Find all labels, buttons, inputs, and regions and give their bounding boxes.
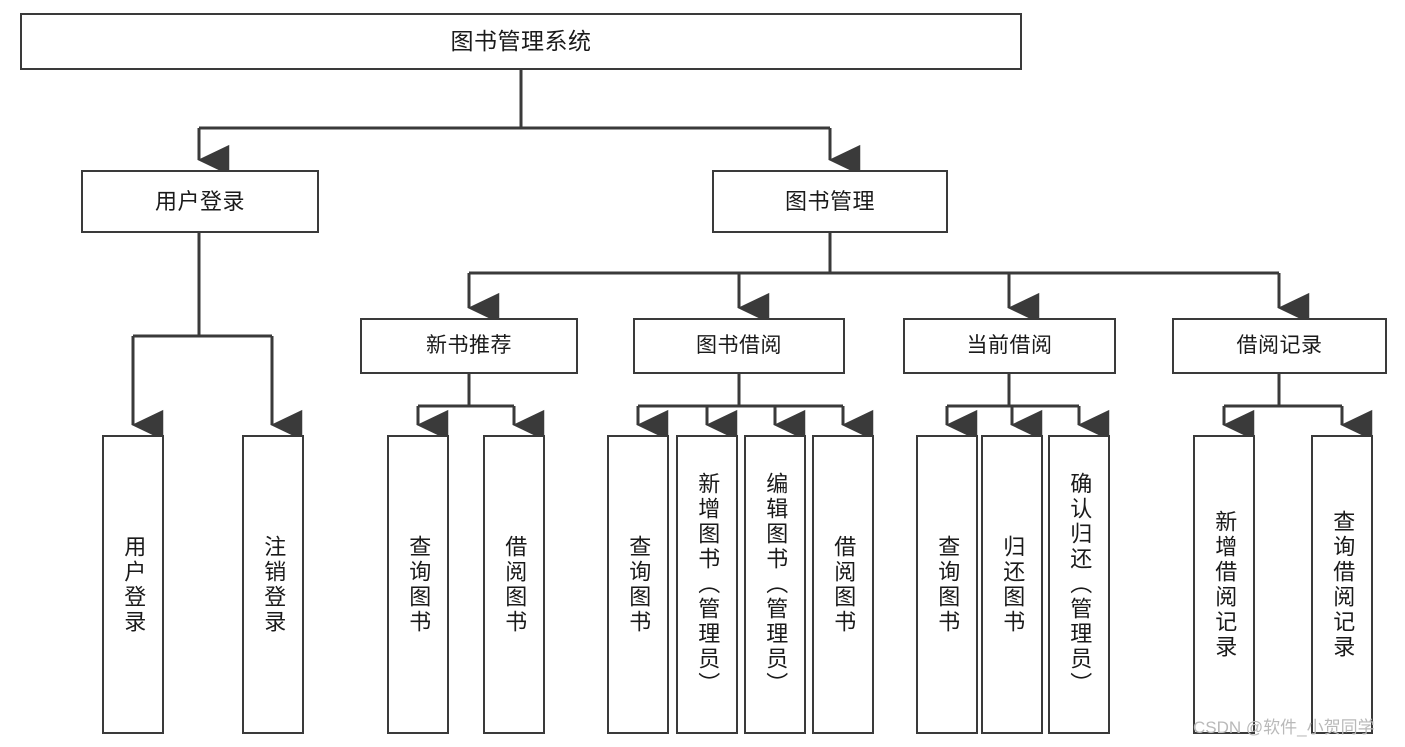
node-leaf-edit-book-admin[interactable]: 编辑图书（管理员） (744, 435, 806, 734)
node-leaf-query-book-current[interactable]: 查询图书 (916, 435, 978, 734)
node-leaf-label: 注销登录 (261, 534, 287, 635)
node-level3-label: 借阅记录 (1236, 333, 1323, 357)
node-level3-label: 当前借阅 (966, 333, 1053, 357)
node-leaf-label: 新增图书（管理员） (695, 472, 721, 697)
node-leaf-label: 新增借阅记录 (1212, 509, 1238, 660)
node-leaf-logout[interactable]: 注销登录 (242, 435, 304, 734)
node-leaf-label: 查询借阅记录 (1330, 509, 1356, 660)
node-leaf-label: 确认归还（管理员） (1067, 472, 1093, 697)
node-level2-user-login[interactable]: 用户登录 (81, 170, 319, 233)
csdn-watermark: CSDN @软件_小贺同学 (1193, 718, 1375, 737)
node-leaf-label: 编辑图书（管理员） (763, 472, 789, 697)
node-leaf-label: 查询图书 (935, 534, 961, 635)
node-leaf-label: 查询图书 (406, 534, 432, 635)
node-level3-borrow-record[interactable]: 借阅记录 (1172, 318, 1387, 374)
node-level2-label: 用户登录 (154, 188, 245, 214)
node-leaf-lend-book[interactable]: 借阅图书 (812, 435, 874, 734)
node-leaf-label: 借阅图书 (502, 534, 528, 635)
node-level3-new-book-recommend[interactable]: 新书推荐 (360, 318, 578, 374)
node-level3-label: 新书推荐 (426, 333, 512, 357)
node-level3-current-borrow[interactable]: 当前借阅 (903, 318, 1116, 374)
node-leaf-borrow-book-newbook[interactable]: 借阅图书 (483, 435, 545, 734)
node-leaf-confirm-return-admin[interactable]: 确认归还（管理员） (1048, 435, 1110, 734)
node-level3-label: 图书借阅 (696, 333, 782, 357)
node-leaf-add-book-admin[interactable]: 新增图书（管理员） (676, 435, 738, 734)
node-leaf-label: 查询图书 (626, 534, 652, 635)
node-leaf-label: 用户登录 (121, 534, 147, 635)
node-level2-book-management[interactable]: 图书管理 (712, 170, 948, 233)
node-leaf-query-book-borrow[interactable]: 查询图书 (607, 435, 669, 734)
node-leaf-user-login[interactable]: 用户登录 (102, 435, 164, 734)
node-leaf-return-book[interactable]: 归还图书 (981, 435, 1043, 734)
node-leaf-label: 归还图书 (1000, 534, 1026, 635)
node-level2-label: 图书管理 (784, 188, 875, 214)
node-root[interactable]: 图书管理系统 (20, 13, 1022, 70)
node-leaf-label: 借阅图书 (831, 534, 857, 635)
node-leaf-query-book-newbook[interactable]: 查询图书 (387, 435, 449, 734)
node-root-label: 图书管理系统 (450, 27, 592, 54)
node-leaf-add-borrow-record[interactable]: 新增借阅记录 (1193, 435, 1255, 734)
node-leaf-query-borrow-record[interactable]: 查询借阅记录 (1311, 435, 1373, 734)
node-level3-book-borrow[interactable]: 图书借阅 (633, 318, 845, 374)
